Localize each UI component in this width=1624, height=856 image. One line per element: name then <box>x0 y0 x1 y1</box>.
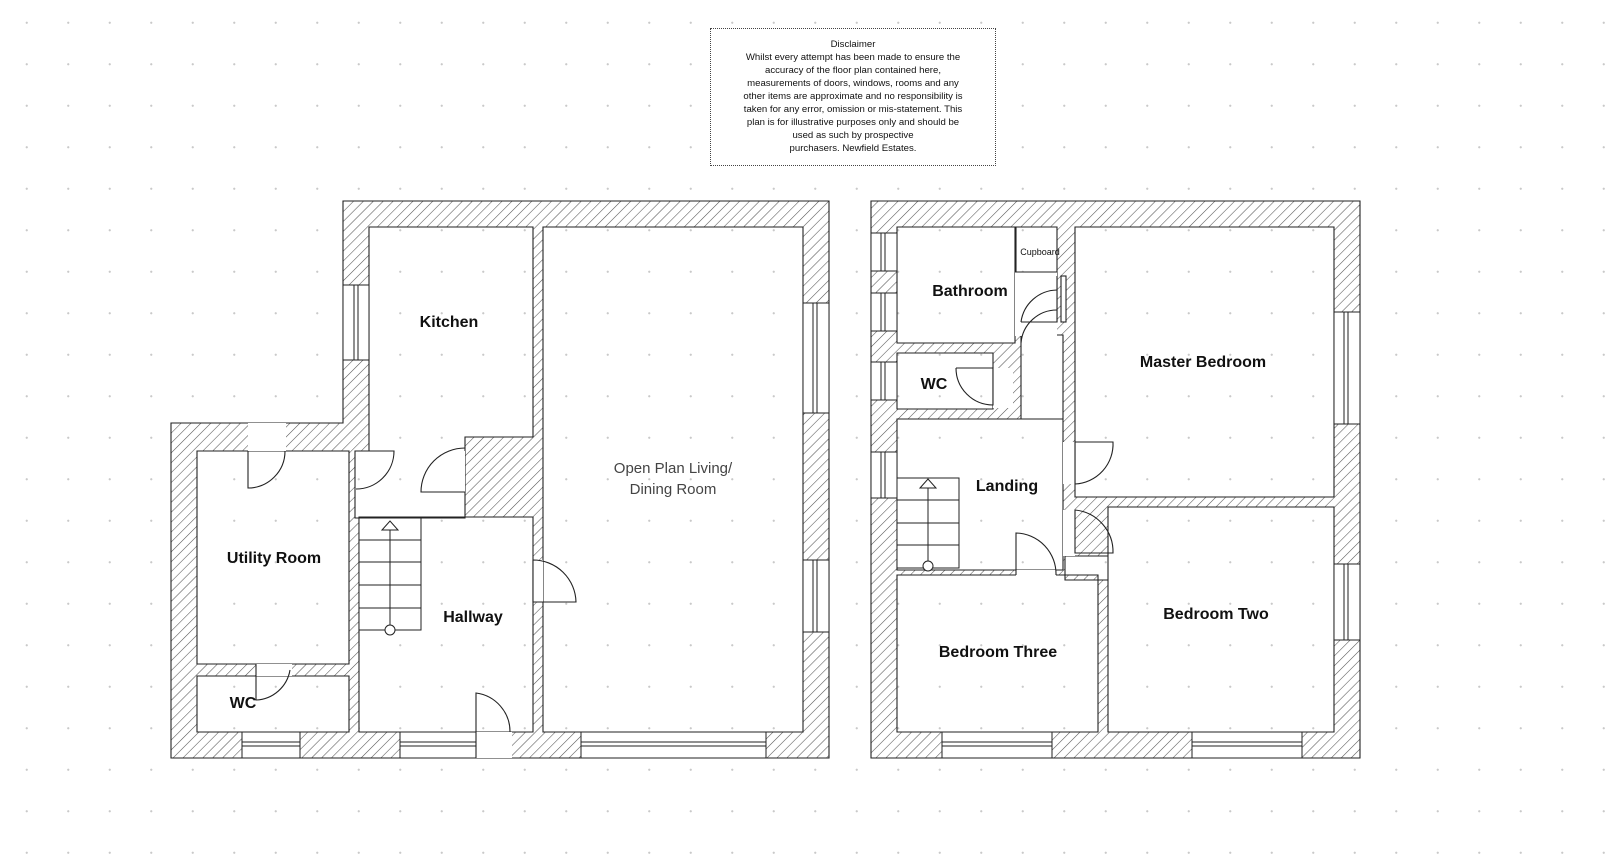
room-label-living-dining-2: Dining Room <box>630 481 717 498</box>
disclaimer-line: accuracy of the floor plan contained her… <box>765 65 941 76</box>
disclaimer-box: Disclaimer Whilst every attempt has been… <box>710 28 996 166</box>
ground-staircase <box>358 517 422 636</box>
room-label-bathroom: Bathroom <box>932 283 1008 300</box>
room-label-living-dining: Open Plan Living/ <box>614 460 733 477</box>
room-label-cupboard: Cupboard <box>1020 247 1060 257</box>
room-label-kitchen: Kitchen <box>420 314 479 331</box>
disclaimer-title: Disclaimer <box>830 39 876 50</box>
room-label-master-bedroom: Master Bedroom <box>1140 354 1266 371</box>
disclaimer-line: plan is for illustrative purposes only a… <box>746 117 960 128</box>
disclaimer-line: used as such by prospective <box>792 130 914 141</box>
room-label-ground-wc: WC <box>230 695 257 712</box>
first-floor-plan: Bathroom Cupboard Master Bedroom WC Land… <box>870 200 1361 759</box>
first-staircase <box>896 477 960 572</box>
ground-floor-walls <box>170 200 830 759</box>
disclaimer-line: other items are approximate and no respo… <box>743 91 963 102</box>
room-label-hallway: Hallway <box>443 609 503 626</box>
room-label-utility: Utility Room <box>227 550 321 567</box>
ground-windows <box>241 284 830 759</box>
room-label-bedroom-two: Bedroom Two <box>1163 606 1269 623</box>
room-label-first-wc: WC <box>921 376 948 393</box>
first-windows <box>870 232 1361 759</box>
disclaimer-line: Whilst every attempt has been made to en… <box>745 52 961 63</box>
first-doors <box>955 271 1114 576</box>
disclaimer-line: measurements of doors, windows, rooms an… <box>747 78 959 89</box>
disclaimer-line: purchasers. Newfield Estates. <box>789 143 917 154</box>
disclaimer-line: taken for any error, omission or mis-sta… <box>743 104 963 115</box>
ground-floor-plan: Kitchen Open Plan Living/ Dining Room Ut… <box>170 200 830 759</box>
ground-doors <box>247 423 577 758</box>
room-label-landing: Landing <box>976 478 1038 495</box>
room-label-bedroom-three: Bedroom Three <box>939 644 1057 661</box>
